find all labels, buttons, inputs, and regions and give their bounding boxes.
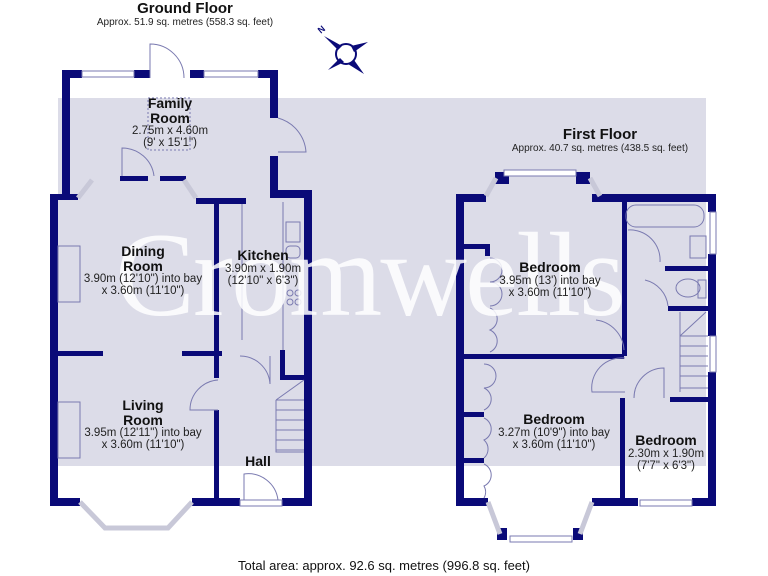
- ground-floor-header: Ground Floor Approx. 51.9 sq. metres (55…: [60, 0, 310, 28]
- total-area: Total area: approx. 92.6 sq. metres (996…: [238, 558, 530, 573]
- first-floor-title: First Floor: [562, 126, 638, 143]
- room-bedroom-2: Bedroom 3.27m (10'9") into bay x 3.60m (…: [498, 411, 610, 451]
- room-living-room: Living Room 3.95m (12'11") into bay x 3.…: [84, 397, 202, 452]
- compass-north-icon: N: [316, 24, 368, 74]
- room-bedroom-1: Bedroom 3.95m (13') into bay x 3.60m (11…: [499, 259, 601, 299]
- room-kitchen: Kitchen 3.90m x 1.90m (12'10" x 6'3"): [224, 247, 302, 287]
- room-hall: Hall: [245, 453, 271, 469]
- first-floor-area: Approx. 40.7 sq. metres (438.5 sq. feet): [511, 143, 689, 154]
- first-floor-walls: [456, 172, 716, 540]
- svg-text:N: N: [316, 24, 327, 36]
- shaded-band: [58, 98, 706, 466]
- room-bedroom-3: Bedroom 2.30m x 1.90m (7'7" x 6'3"): [627, 432, 705, 472]
- doors-and-fixtures: [57, 43, 717, 543]
- room-dining-room: Dining Room 3.90m (12'10") into bay x 3.…: [83, 243, 203, 298]
- room-family-room: Family Room 2.75m x 4.60m (9' x 15'1"): [131, 95, 209, 150]
- ground-floor-title: Ground Floor: [137, 0, 233, 17]
- ground-floor-walls: [50, 70, 312, 506]
- first-floor-header: First Floor Approx. 40.7 sq. metres (438…: [480, 126, 720, 154]
- ground-floor-area: Approx. 51.9 sq. metres (558.3 sq. feet): [96, 17, 274, 28]
